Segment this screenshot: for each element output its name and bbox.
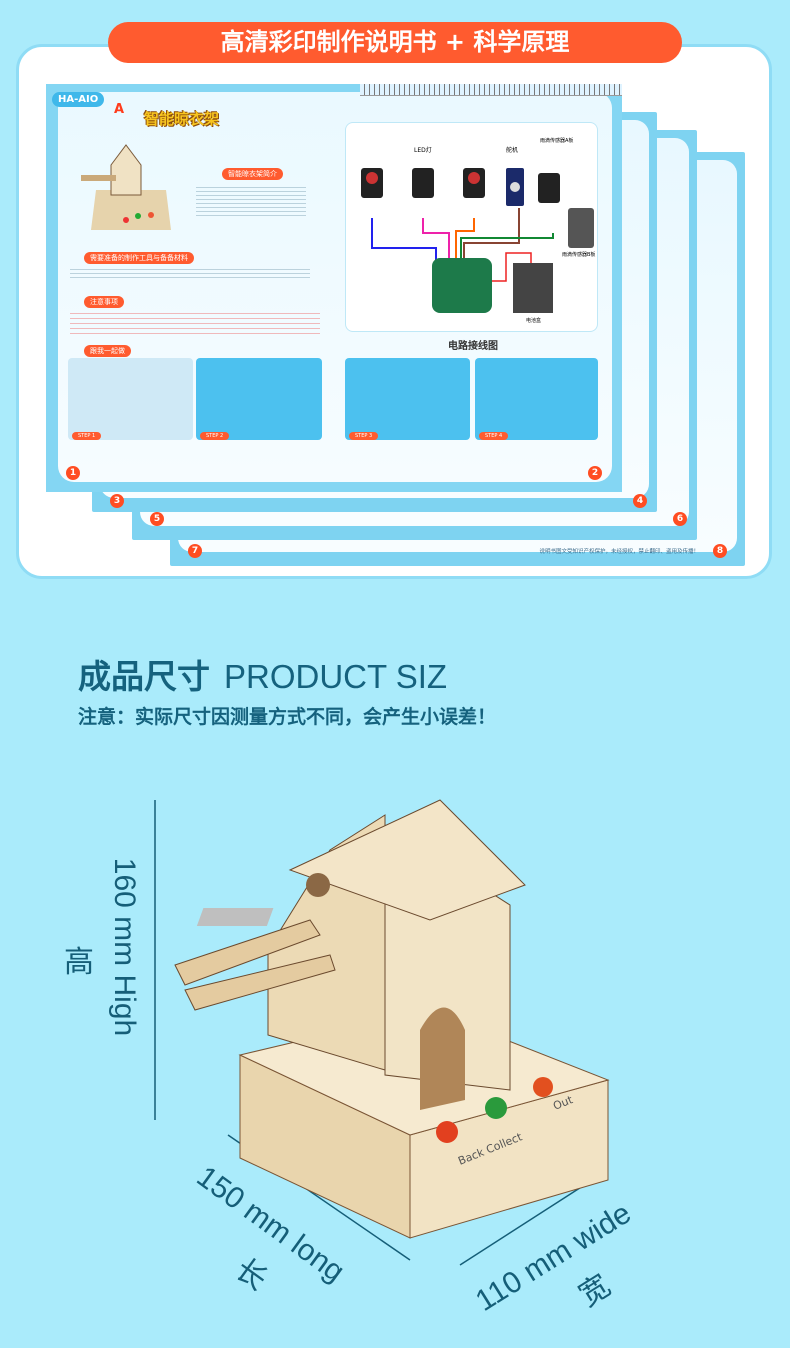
section-heading: 成品尺寸 PRODUCT SIZ: [78, 650, 447, 698]
page-number: 5: [150, 512, 164, 526]
battery-label: 电池盒: [526, 318, 542, 324]
led-label: LED灯: [414, 147, 432, 154]
notice-text: [70, 309, 320, 335]
ruler: [360, 84, 622, 96]
product-illustration: Back Collect Out: [154, 799, 610, 1266]
page-number: 4: [633, 494, 647, 508]
brand-logo: HA-AIO: [52, 92, 105, 107]
page-number: 1: [66, 466, 80, 480]
page-number: 2: [588, 466, 602, 480]
step-1-tag: STEP 1: [72, 432, 102, 440]
diagram-title: 电路接线图: [448, 341, 498, 352]
notice-tag: 注意事项: [84, 296, 124, 308]
heading-en: PRODUCT SIZ: [224, 658, 448, 695]
step-2-image: [196, 358, 322, 440]
rain-a-label: 雨滴传感器A板: [540, 138, 574, 144]
manual-title: 智能晾衣架: [144, 110, 220, 128]
page-number: 3: [110, 494, 124, 508]
heading-cn: 成品尺寸: [78, 657, 210, 696]
step-1-image: [68, 358, 193, 440]
servo-label: 舵机: [506, 147, 519, 154]
step-3-image: [345, 358, 470, 440]
page-number: 8: [713, 544, 727, 558]
page-number: 7: [188, 544, 202, 558]
product-thumbnail: [81, 144, 171, 230]
page-letter: A: [114, 102, 125, 117]
materials-text: [70, 266, 310, 278]
step-2-tag: STEP 2: [200, 432, 230, 440]
step-4-image: [475, 358, 598, 440]
height-label-cn: 高: [64, 946, 94, 979]
together-tag: 跟我一起做: [84, 345, 131, 357]
circuit-diagram: 舵机 LED灯 雨滴传感器A板 雨滴传感器B板 电池盒: [345, 122, 598, 332]
step-4-tag: STEP 4: [479, 432, 509, 440]
rain-b-label: 雨滴传感器B板: [562, 252, 596, 258]
banner-title: 高清彩印制作说明书 + 科学原理: [108, 22, 682, 63]
page-number: 6: [673, 512, 687, 526]
intro-tag: 智能晾衣架简介: [222, 168, 283, 180]
intro-text: [196, 184, 306, 216]
size-note: 注意：实际尺寸因测量方式不同，会产生小误差！: [78, 706, 497, 728]
step-3-tag: STEP 3: [349, 432, 379, 440]
materials-tag: 需要准备的制作工具与备备材料: [84, 252, 194, 264]
copyright-note: 说明书图文受知识产权保护，未经授权，禁止翻印、盗用及传播！: [539, 549, 699, 555]
height-label: 160 mm High: [108, 857, 142, 1037]
